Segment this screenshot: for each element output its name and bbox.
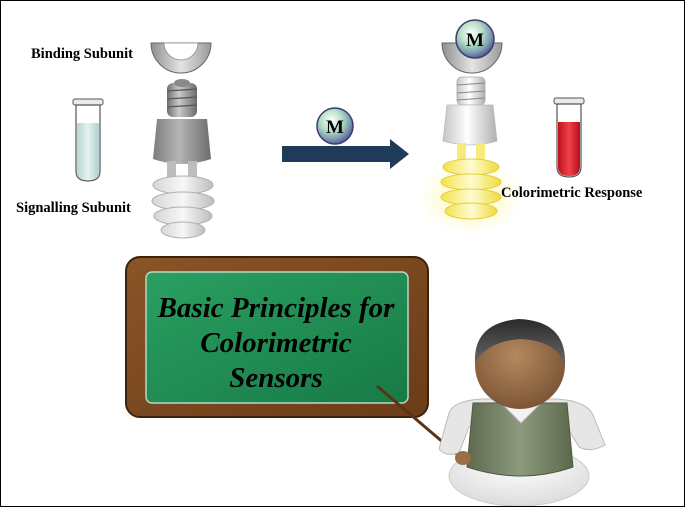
signalling-subunit-label: Signalling Subunit <box>16 200 131 216</box>
metal-ion-bound-label: M <box>466 30 484 51</box>
board-title-line-2: Colorimetric <box>200 327 352 359</box>
board-title-line-1: Basic Principles for <box>157 292 395 324</box>
teacher-figure <box>438 319 606 506</box>
metal-ion-bound <box>455 19 495 59</box>
reaction-arrow <box>282 139 409 169</box>
bulb-on <box>419 76 523 235</box>
metal-ion-free: M <box>316 107 354 145</box>
bulb-off <box>151 79 215 239</box>
colorimetric-response-label: Colorimetric Response <box>501 185 643 201</box>
chalkboard <box>125 256 429 418</box>
board-title-line-3: Sensors <box>229 362 323 394</box>
test-tube-after <box>553 97 585 178</box>
binding-subunit-cup <box>150 42 212 74</box>
metal-ion-label: M <box>326 117 344 138</box>
binding-subunit-label: Binding Subunit <box>31 46 133 62</box>
test-tube-before <box>72 98 104 182</box>
board-title: Basic Principles for Colorimetric Sensor… <box>149 291 403 396</box>
binding-subunit-cup-bound: M <box>441 19 503 74</box>
